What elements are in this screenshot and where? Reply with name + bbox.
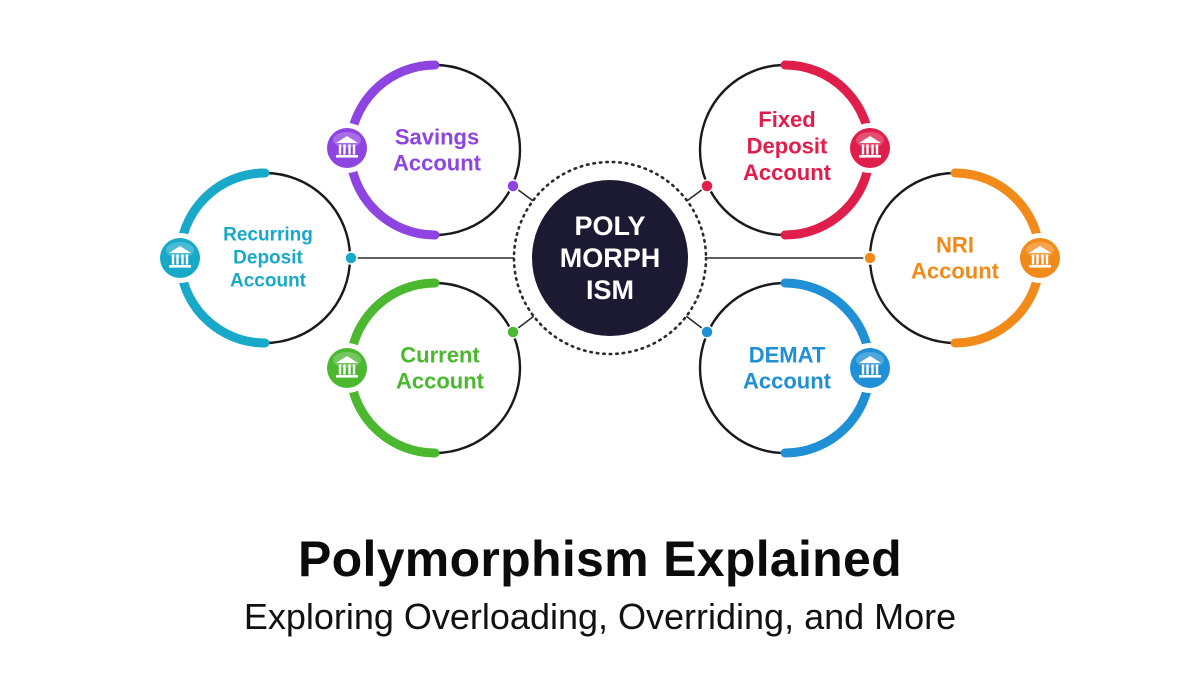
bank-icon-base [169,265,191,268]
bank-icon-column [1036,254,1039,265]
bank-icon [1015,233,1065,283]
bank-icon-column [338,364,342,375]
bank-icon-roof [859,356,881,363]
node-label-line: Deposit [233,248,303,269]
bank-icon-roof [169,246,191,253]
bank-icon-base [859,155,881,158]
center-text-line: MORPH [560,243,661,273]
node-label-line: Account [743,369,832,394]
page-subtitle: Exploring Overloading, Overriding, and M… [243,596,957,637]
bank-icon-badge [327,348,367,388]
bank-icon-column [871,364,874,375]
bank-icon-column [861,144,865,155]
bank-icon-column [1045,254,1049,265]
bank-icon-roof [336,356,358,363]
bank-icon-column [352,364,356,375]
bank-icon-column [871,144,874,155]
bank-icon-column [181,254,184,265]
bank-icon-column [875,144,879,155]
center-text-line: POLY [574,211,645,241]
bank-icon-column [343,144,346,155]
connector-dot [506,179,520,193]
bank-icon [322,343,372,393]
bank-icon-badge [850,348,890,388]
bank-icon-column [176,254,179,265]
node-label-line: DEMAT [749,342,826,367]
node-label-line: Savings [395,124,479,149]
polymorphism-diagram: POLYMORPHISMSavingsAccountRecurringDepos… [155,60,1065,458]
node-label-line: Fixed [758,107,815,132]
bank-icon-column [866,364,869,375]
bank-icon-column [1031,254,1035,265]
bank-icon-base [336,155,358,158]
bank-icon-roof [859,136,881,143]
bank-icon-column [348,144,351,155]
bank-icon-column [875,364,879,375]
bank-icon-column [338,144,342,155]
bank-icon-column [185,254,189,265]
bank-icon-column [348,364,351,375]
bank-icon [845,343,895,393]
node-label-line: Deposit [747,134,828,159]
node-label-line: Account [393,151,482,176]
bank-icon-roof [336,136,358,143]
node-label-line: Account [743,160,832,185]
node-label-line: Account [230,270,307,291]
connector-dot [863,251,877,265]
bank-icon-column [861,364,865,375]
bank-icon-badge [850,128,890,168]
bank-icon-column [866,144,869,155]
bank-icon-base [336,375,358,378]
connector-dot [700,325,714,339]
bank-icon-badge [160,238,200,278]
connector-dot [506,325,520,339]
node-label-line: NRI [936,232,974,257]
bank-icon-roof [1029,246,1051,253]
bank-icon-column [1041,254,1044,265]
bank-icon [322,123,372,173]
center-text-line: ISM [586,275,634,305]
bank-icon-column [352,144,356,155]
node-label-line: Account [396,369,485,394]
page-title: Polymorphism Explained [298,531,902,587]
center-disc [532,180,688,336]
bank-icon-base [859,375,881,378]
bank-icon-base [1029,265,1051,268]
connector-dot [700,179,714,193]
bank-icon [845,123,895,173]
bank-icon [155,233,205,283]
connector-dot [344,251,358,265]
node-label-line: Recurring [223,225,313,246]
bank-icon-badge [327,128,367,168]
bank-icon-column [343,364,346,375]
node-label-line: Current [400,342,480,367]
node-label-line: Account [911,259,1000,284]
bank-icon-column [171,254,175,265]
bank-icon-badge [1020,238,1060,278]
